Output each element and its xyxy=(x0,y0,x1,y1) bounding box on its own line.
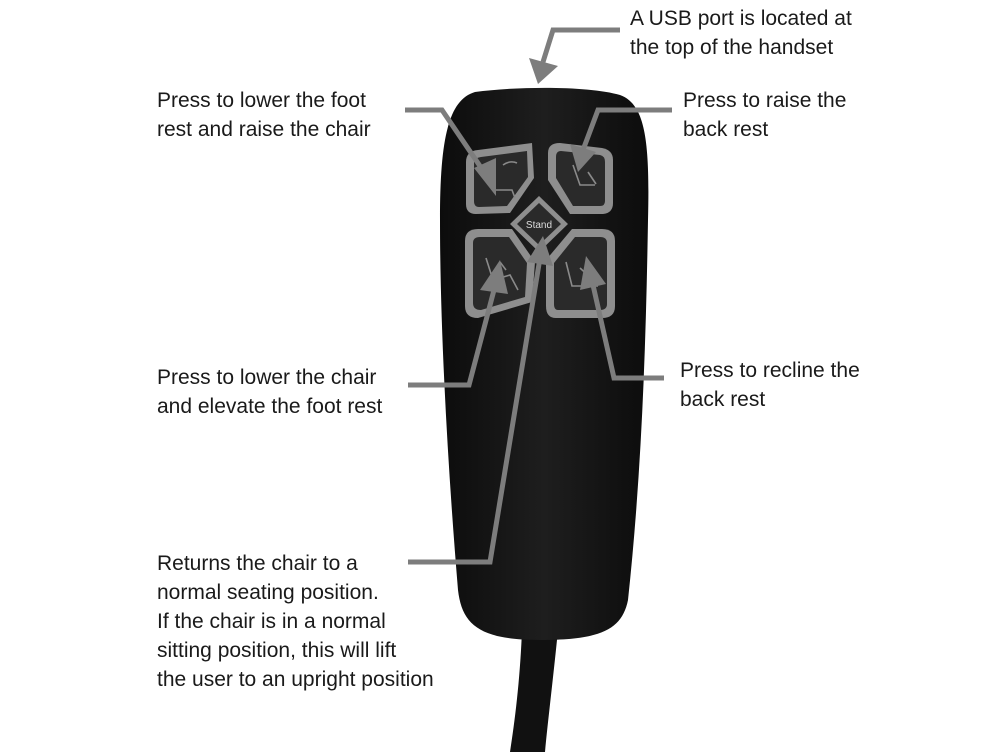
backrest-up-icon xyxy=(572,164,597,186)
chair-lower-callout: Press to lower the chair and elevate the… xyxy=(157,363,382,421)
chair-lower-arrow-head xyxy=(480,260,508,294)
callout-line: the user to an upright position xyxy=(157,668,434,691)
back-raise-callout: Press to raise the back rest xyxy=(683,86,846,144)
usb-arrow-head xyxy=(529,58,558,84)
callout-line: Returns the chair to a xyxy=(157,552,358,575)
stand-callout: Returns the chair to a normal seating po… xyxy=(157,549,434,694)
back-raise-arrow-head xyxy=(570,144,596,172)
stand-pointer-line xyxy=(408,257,543,565)
stand-button[interactable]: Stand xyxy=(510,196,568,252)
foot-lower-arrow-head xyxy=(474,158,496,196)
callout-line: sitting position, this will lift xyxy=(157,639,397,662)
callout-line: Press to recline the xyxy=(680,359,860,382)
handset-body xyxy=(440,87,649,641)
callout-line: rest and raise the chair xyxy=(157,118,371,141)
button-back-raise[interactable] xyxy=(548,143,613,214)
usb-port-callout: A USB port is located at the top of the … xyxy=(630,4,852,62)
callout-line: back rest xyxy=(680,388,766,411)
callout-line: and elevate the foot rest xyxy=(157,395,383,418)
back-raise-pointer-line xyxy=(580,107,672,151)
back-recline-arrow-head xyxy=(580,256,606,290)
usb-pointer-line xyxy=(540,27,620,63)
foot-lower-callout: Press to lower the foot rest and raise t… xyxy=(157,86,371,144)
callout-line: Press to lower the foot xyxy=(157,89,366,112)
foot-lower-pointer-line xyxy=(405,107,487,174)
callout-line: back rest xyxy=(683,118,769,141)
handset-cable xyxy=(510,630,558,752)
stand-arrow-head xyxy=(527,236,553,266)
chair-lower-pointer-line xyxy=(408,289,497,388)
callout-line: A USB port is located at xyxy=(630,7,852,30)
stand-button-label: Stand xyxy=(526,220,552,231)
callout-line: Press to raise the xyxy=(683,89,847,112)
callout-line: normal seating position. xyxy=(157,581,379,604)
callout-line: the top of the handset xyxy=(630,36,834,59)
callout-line: If the chair is in a normal xyxy=(157,610,386,633)
callout-line: Press to lower the chair xyxy=(157,366,377,389)
back-recline-callout: Press to recline the back rest xyxy=(680,356,860,414)
back-recline-pointer-line xyxy=(590,284,664,381)
